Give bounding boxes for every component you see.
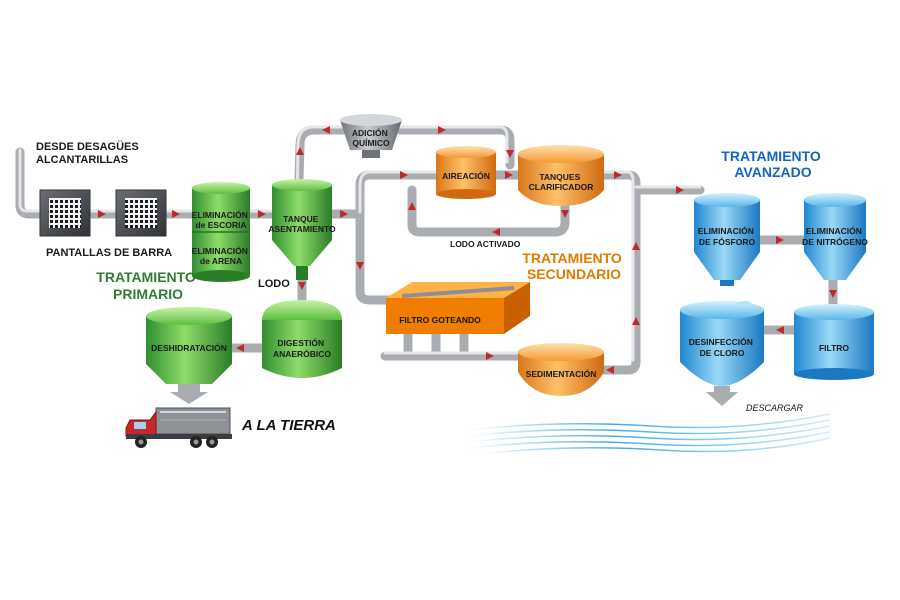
chemical-addition-label: ADICIÓN QUÍMICO (352, 127, 390, 148)
flow-arrow-icon (322, 126, 330, 134)
secondary-treatment-title: TRATAMIENTO SECUNDARIO (522, 250, 625, 282)
source-label: DESDE DESAGÜES ALCANTARILLAS (36, 140, 142, 166)
advanced-treatment-title: TRATAMIENTO AVANZADO (721, 148, 824, 180)
primary-treatment-title: TRATAMIENTO PRIMARIO (96, 269, 199, 302)
phosphorus-removal-label: ELIMINACIÓN DE FÓSFORO (698, 225, 757, 247)
flow-arrow-icon (98, 210, 106, 218)
flow-arrow-icon (172, 210, 180, 218)
flow-arrow-icon (506, 150, 514, 158)
chemical-addition-hopper (340, 114, 402, 158)
flow-arrow-icon (236, 344, 244, 352)
sand-removal-label: ELIMINACIÓN de ARENA (192, 245, 251, 266)
bar-screen (115, 189, 167, 237)
flow-arrow-icon (400, 171, 408, 179)
bar-screen (39, 189, 91, 237)
to-land-label: A LA TIERRA (241, 417, 336, 434)
slag-sand-removal-tank (192, 182, 250, 282)
water-discharge-waves (469, 413, 831, 455)
anaerobic-digestion-tank (262, 300, 342, 378)
clarifier-label: TANQUES CLARIFICADOR (529, 172, 594, 192)
filter-label: FILTRO (819, 343, 849, 353)
flow-arrow-icon (632, 317, 640, 325)
nitrogen-removal-tank (804, 193, 866, 280)
nitrogen-removal-label: ELIMINACIÓN DE NITRÓGENO (802, 225, 868, 247)
flow-arrow-icon (356, 262, 364, 270)
flow-arrow-icon (776, 236, 784, 244)
flow-arrow-icon (505, 171, 513, 179)
sedimentation-tank (518, 343, 604, 396)
flow-arrow-icon (408, 202, 416, 210)
dewatering-label: DESHIDRATACIÓN (151, 342, 227, 353)
aeration-tank (436, 146, 496, 199)
trickling-filter-label: FILTRO GOTEANDO (399, 315, 481, 325)
flow-arrow-icon (492, 228, 500, 236)
flow-arrow-icon (298, 282, 306, 290)
flow-arrow-icon (829, 290, 837, 298)
flow-arrow-icon (340, 210, 348, 218)
dewatering-tank (146, 307, 232, 404)
flow-arrow-icon (296, 147, 304, 155)
aeration-label: AIREACIÓN (442, 170, 490, 181)
flow-arrow-icon (438, 126, 446, 134)
slag-removal-label: ELIMINACIÓN de ESCORIA (192, 209, 251, 230)
settling-tank (272, 179, 332, 280)
flow-arrow-icon (776, 326, 784, 334)
flow-arrow-icon (561, 210, 569, 218)
flow-arrow-icon (632, 242, 640, 250)
settling-tank-label: TANQUE ASENTAMIENTO (268, 214, 336, 234)
discharge-label: DESCARGAR (746, 403, 804, 413)
trickling-filter (386, 282, 530, 334)
activated-sludge-label: LODO ACTIVADO (450, 239, 521, 249)
flow-arrow-icon (606, 366, 614, 374)
flow-arrow-icon (676, 186, 684, 194)
filter-tank (794, 304, 874, 380)
flow-arrow-icon (258, 210, 266, 218)
sludge-label: LODO (258, 278, 290, 290)
sedimentation-label: SEDIMENTACIÓN (526, 368, 597, 379)
chlorine-disinfection-tank (680, 301, 764, 406)
anaerobic-digestion-label: DIGESTIÓN ANAERÓBICO (273, 337, 331, 359)
bar-screens-label: PANTALLAS DE BARRA (46, 247, 172, 259)
phosphorus-removal-tank (694, 193, 760, 286)
flow-arrow-icon (614, 171, 622, 179)
flow-arrow-icon (486, 352, 494, 360)
clarifier-tank (518, 145, 604, 206)
chlorine-disinfection-label: DESINFECCIÓN DE CLORO (689, 336, 756, 358)
dump-truck-icon (125, 407, 232, 448)
